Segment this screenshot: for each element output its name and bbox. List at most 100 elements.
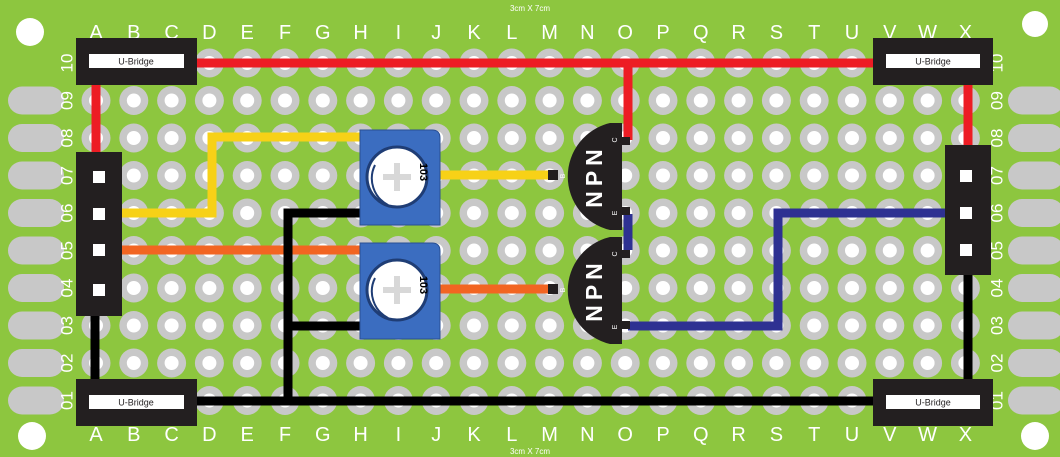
column-label: A	[89, 424, 103, 446]
hole	[535, 86, 565, 115]
hole-drill	[882, 93, 897, 108]
hole-drill	[882, 168, 897, 183]
hole-drill	[164, 318, 179, 333]
row-label: 01	[57, 391, 76, 410]
mounting-hole-top-left	[16, 18, 44, 46]
column-label: C	[164, 424, 178, 446]
hole-drill	[731, 131, 746, 145]
hole-drill	[731, 281, 746, 295]
column-label: P	[656, 424, 669, 446]
hole-drill	[504, 131, 519, 145]
hole-drill	[240, 206, 255, 220]
column-label: K	[467, 22, 481, 44]
potentiometer-value: 103	[417, 163, 429, 181]
hole	[610, 348, 640, 378]
hole	[724, 123, 754, 153]
edge-pads	[8, 86, 1060, 415]
column-label: N	[580, 424, 594, 446]
hole	[837, 348, 867, 378]
hole-drill	[693, 93, 708, 108]
hole	[535, 311, 565, 340]
pin	[960, 207, 972, 219]
hole	[686, 236, 716, 265]
hole-drill	[769, 356, 784, 370]
hole	[875, 273, 905, 303]
hole-drill	[731, 356, 746, 370]
hole	[799, 86, 829, 115]
hole-drill	[845, 318, 859, 333]
transistor-body	[567, 123, 622, 230]
column-label: X	[959, 424, 972, 446]
row-label: 08	[987, 129, 1006, 148]
column-label: O	[617, 22, 633, 44]
hole-drill	[202, 318, 217, 333]
hole-drill	[882, 281, 897, 295]
pin	[93, 171, 105, 183]
row-label: 06	[987, 204, 1006, 223]
hole-drill	[164, 131, 179, 145]
hole-drill	[882, 243, 897, 258]
hole-drill	[467, 206, 481, 220]
hole-drill	[164, 93, 179, 108]
hole-drill	[542, 131, 557, 145]
hole	[157, 348, 187, 378]
transistor-pin-e: E	[612, 324, 619, 329]
hole-drill	[845, 243, 859, 258]
transistor-pin-e: E	[612, 210, 619, 215]
hole-drill	[504, 318, 519, 333]
hole	[761, 348, 791, 378]
hole	[308, 273, 338, 303]
hole	[535, 123, 565, 153]
hole-drill	[656, 93, 670, 108]
transistor-body	[567, 237, 622, 344]
column-label: O	[617, 424, 633, 446]
hole-drill	[467, 356, 481, 370]
hole-drill	[126, 93, 141, 108]
hole	[270, 86, 300, 115]
pin	[960, 170, 972, 182]
transistor-collector-lead	[622, 250, 630, 258]
hole-drill	[731, 243, 746, 258]
hole-drill	[429, 356, 444, 370]
hole-drill	[542, 318, 557, 333]
hole-drill	[504, 243, 519, 258]
hole-drill	[391, 356, 406, 370]
hole	[724, 161, 754, 190]
column-label: H	[353, 22, 367, 44]
row-label: 03	[987, 316, 1006, 335]
hole-drill	[882, 356, 897, 370]
column-label: V	[883, 424, 897, 446]
wire-yellow-pot-top	[120, 132, 360, 218]
hole-drill	[920, 168, 935, 183]
potentiometer-value: 103	[417, 276, 429, 294]
pin-header-left	[76, 152, 122, 316]
row-label: 02	[57, 354, 76, 373]
hole-drill	[807, 131, 822, 145]
row-label: 08	[57, 129, 76, 148]
row-label: 04	[57, 279, 76, 298]
hole-drill	[618, 356, 633, 370]
hole	[194, 311, 224, 340]
pin	[93, 244, 105, 256]
hole-drill	[542, 356, 557, 370]
hole	[232, 348, 262, 378]
hole	[799, 123, 829, 153]
hole	[270, 161, 300, 190]
hole	[686, 348, 716, 378]
hole-drill	[240, 93, 255, 108]
edge-pad-left	[8, 236, 64, 265]
potentiometer-dial-arc	[370, 164, 389, 206]
hole	[724, 273, 754, 303]
column-label: D	[202, 22, 216, 44]
hole	[383, 348, 413, 378]
hole-drill	[240, 281, 255, 295]
hole-drill	[202, 93, 217, 108]
row-label: 07	[57, 166, 76, 185]
size-label-bottom: 3cm X 7cm	[510, 447, 550, 456]
hole-drill	[920, 131, 935, 145]
hole	[837, 86, 867, 115]
hole-drill	[731, 93, 746, 108]
hole-drill	[656, 206, 670, 220]
hole	[686, 86, 716, 115]
hole	[119, 86, 149, 115]
